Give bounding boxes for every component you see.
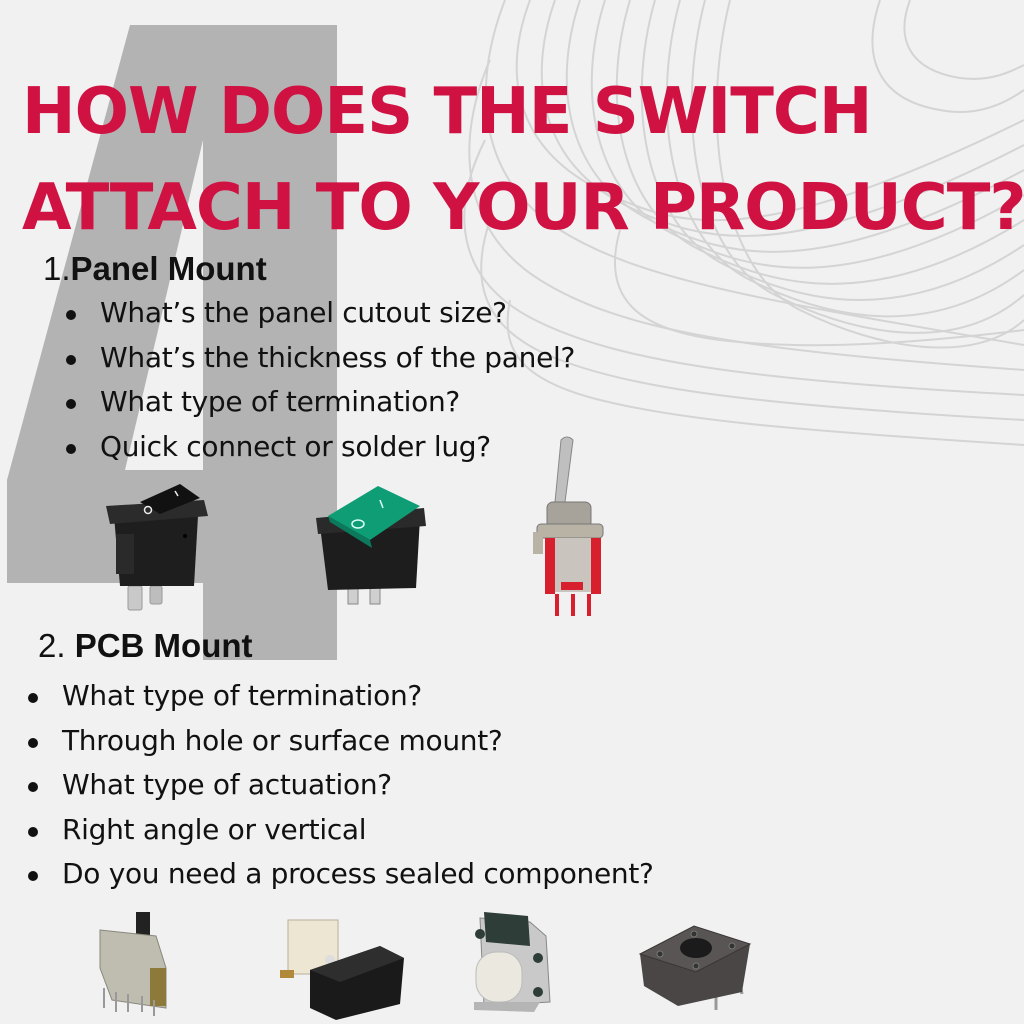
- question-item: Through hole or surface mount?: [24, 719, 654, 764]
- question-item: Quick connect or solder lug?: [62, 425, 575, 470]
- section-number: 2.: [38, 627, 66, 664]
- section-title: Panel Mount: [70, 250, 267, 287]
- section-heading-panel-mount: 1.Panel Mount: [43, 250, 267, 288]
- right-angle-tact-switch-icon: [474, 912, 551, 1012]
- slide-switch-icon: [99, 912, 167, 1016]
- section-heading-pcb-mount: 2. PCB Mount: [38, 627, 253, 665]
- question-item: Do you need a process sealed component?: [24, 852, 654, 897]
- sealed-rocker-pcb-switch-icon: [280, 919, 404, 1020]
- black-rocker-switch-icon: [106, 484, 208, 611]
- green-illuminated-rocker-switch-icon: [316, 486, 426, 605]
- title-line-1: HOW DOES THE SWITCH: [22, 75, 872, 149]
- panel-mount-questions: What’s the panel cutout size? What’s the…: [62, 291, 575, 469]
- question-item: What’s the panel cutout size?: [62, 291, 575, 336]
- wave-lines-decoration: [463, 0, 1024, 446]
- question-item: What type of actuation?: [24, 763, 654, 808]
- title-line-2: ATTACH TO YOUR PRODUCT?: [22, 171, 1024, 245]
- tactile-switch-icon: [638, 925, 752, 1010]
- question-item: What type of termination?: [62, 380, 575, 425]
- pcb-mount-questions: What type of termination? Through hole o…: [24, 674, 654, 897]
- mini-toggle-switch-icon: [533, 436, 604, 616]
- page-title: HOW DOES THE SWITCH ATTACH TO YOUR PRODU…: [22, 64, 1024, 256]
- section-number: 1.: [43, 250, 71, 287]
- big-number-4-shape: [7, 25, 337, 660]
- question-item: What’s the thickness of the panel?: [62, 336, 575, 381]
- section-title: PCB Mount: [74, 627, 253, 664]
- question-item: What type of termination?: [24, 674, 654, 719]
- question-item: Right angle or vertical: [24, 808, 654, 853]
